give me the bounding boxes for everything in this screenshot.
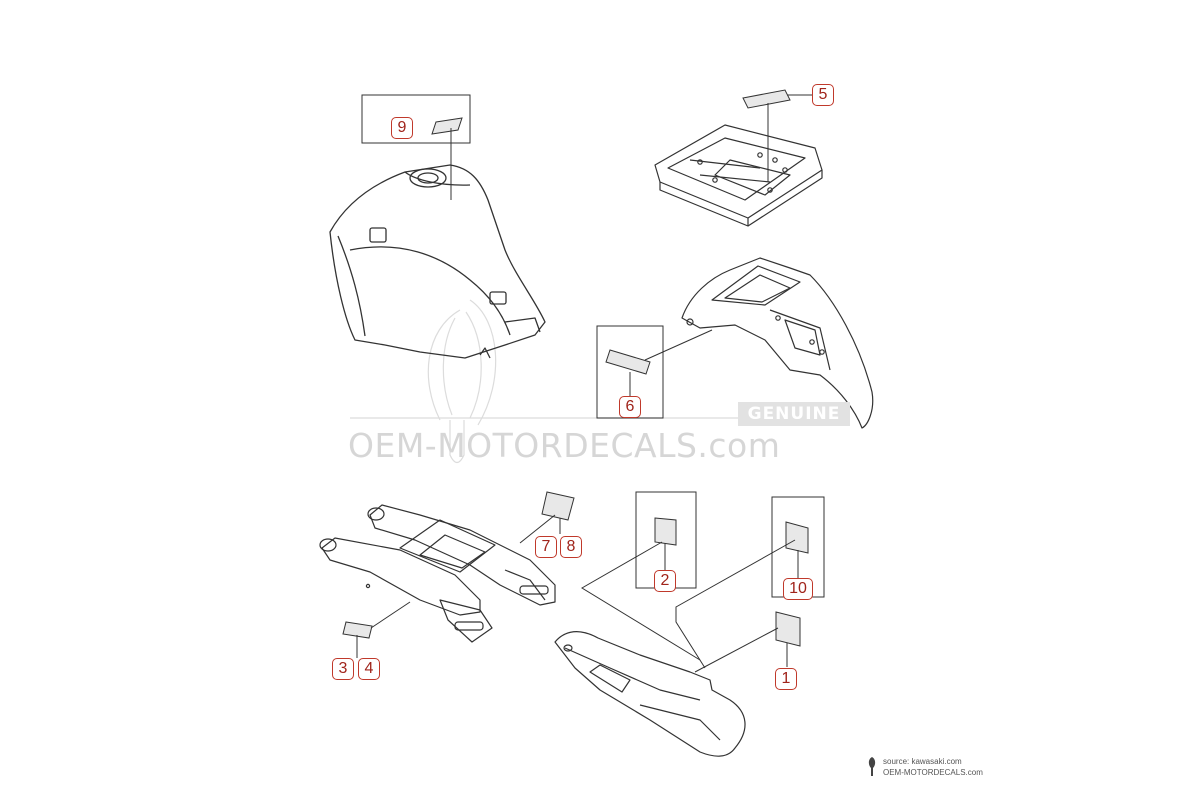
side-cover [554,631,746,757]
leader-6-box [596,325,713,419]
callout-1: 1 [775,668,797,690]
callout-7: 7 [535,536,557,558]
seat-bracket [654,124,823,227]
callout-4: 4 [358,658,380,680]
leader-10-box [675,496,825,669]
callout-10: 10 [783,578,813,600]
source-credit: source: kawasaki.com [883,757,962,766]
leader-9-box [361,94,471,200]
leader-3-4 [342,601,411,658]
source-site: OEM-MOTORDECALS.com [883,768,983,777]
watermark-badge: GENUINE [738,402,850,426]
leader-5 [742,89,812,182]
callout-9: 9 [391,117,413,139]
callout-6: 6 [619,396,641,418]
callout-8: 8 [560,536,582,558]
rear-fender [681,257,874,429]
source-logo-icon [868,757,876,776]
watermark-figure [350,299,740,464]
callout-5: 5 [812,84,834,106]
leader-7-8 [519,491,575,544]
fuel-tank [329,164,546,359]
callout-3: 3 [332,658,354,680]
leader-2-box [581,491,701,661]
watermark-site-text: OEM-MOTORDECALS.com [348,426,781,465]
leader-1 [694,611,801,673]
callout-2: 2 [654,570,676,592]
swingarm [319,504,556,643]
